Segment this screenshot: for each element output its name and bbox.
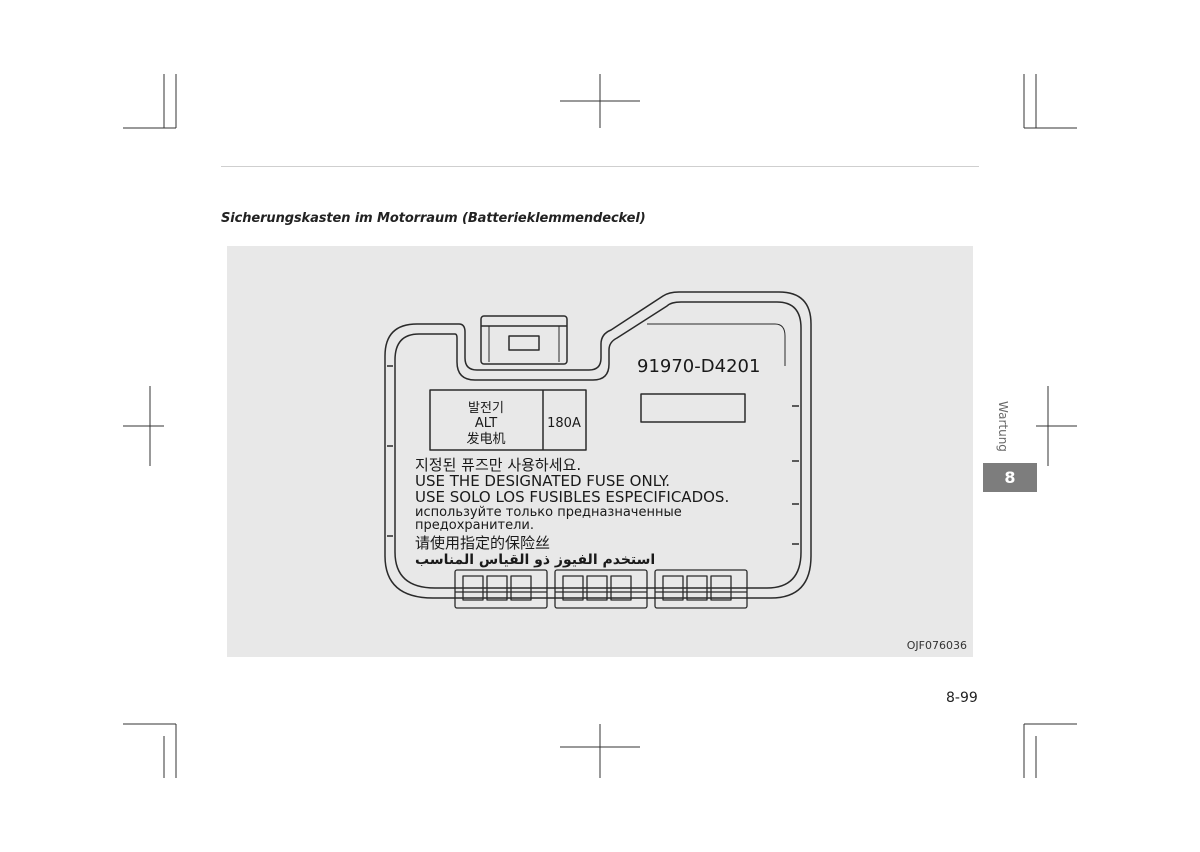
alt-label-korean: 발전기 bbox=[468, 401, 504, 416]
chapter-tab-number: 8 bbox=[983, 463, 1037, 492]
warning-chinese: 请使用指定的保险丝 bbox=[415, 534, 550, 552]
warning-arabic: استخدم الفيوز ذو القياس المناسب bbox=[415, 552, 655, 568]
warning-russian-line2: предохранители. bbox=[415, 518, 534, 533]
alt-label-chinese: 发电机 bbox=[466, 431, 505, 447]
figure-code: OJF076036 bbox=[906, 639, 967, 652]
cover-outline bbox=[384, 291, 812, 599]
section-heading: Sicherungskasten im Motorraum (Batteriek… bbox=[221, 211, 646, 226]
cover-latch bbox=[480, 315, 568, 365]
battery-terminal-cover-illustration: 91970-D4201 발전기 ALT 发电机 180A 지정된 퓨즈만 사용하… bbox=[384, 291, 812, 609]
cover-inner-outline bbox=[394, 301, 802, 589]
warning-english: USE THE DESIGNATED FUSE ONLY. bbox=[415, 472, 670, 490]
page-number: 8-99 bbox=[946, 690, 978, 706]
warning-russian-line1: используйте только предназначенные bbox=[415, 505, 682, 520]
connector-group bbox=[454, 569, 748, 609]
fuse-cover-figure: 91970-D4201 발전기 ALT 发电机 180A 지정된 퓨즈만 사용하… bbox=[227, 246, 973, 657]
alt-fuse-label-box bbox=[429, 389, 587, 451]
warning-spanish: USE SOLO LOS FUSIBLES ESPECIFICADOS. bbox=[415, 488, 729, 506]
header-rule bbox=[221, 166, 979, 167]
alt-rating: 180A bbox=[547, 416, 581, 431]
part-number: 91970-D4201 bbox=[637, 356, 760, 377]
alt-label-english: ALT bbox=[475, 416, 497, 431]
chapter-tab-label: Wartung bbox=[996, 400, 1010, 452]
warning-korean: 지정된 퓨즈만 사용하세요. bbox=[415, 456, 581, 474]
blank-label-area bbox=[640, 393, 746, 423]
